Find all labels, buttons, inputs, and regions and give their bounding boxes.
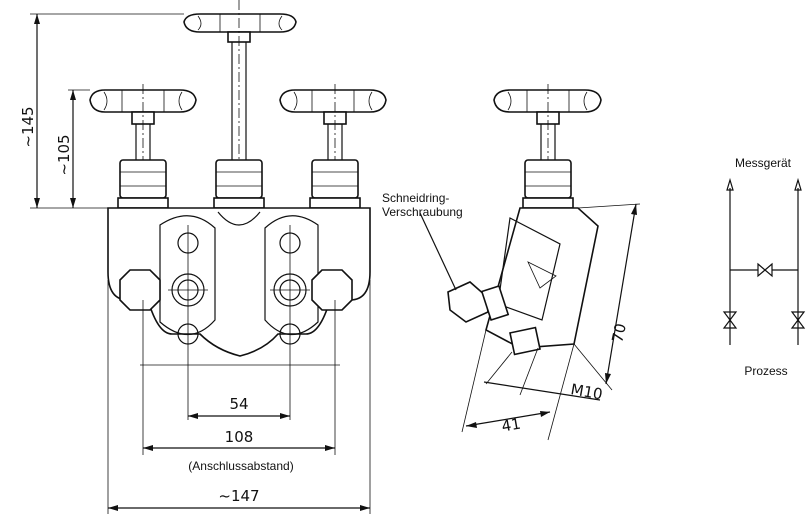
dim-side-width: 41 <box>500 415 522 436</box>
handwheel-left <box>89 84 197 220</box>
dim-spacing-inner: 54 <box>229 395 248 413</box>
width-dimensions: 54 108 (Anschlussabstand) ~147 <box>107 280 371 514</box>
label-fitting-line2: Verschraubung <box>382 205 463 219</box>
dim-side-height: 70 <box>608 322 630 344</box>
label-process: Prozess <box>744 364 787 378</box>
handwheel-center <box>183 0 297 160</box>
ports <box>168 225 310 420</box>
side-plugs <box>119 269 353 311</box>
dim-height-valves: ~105 <box>55 134 73 175</box>
bonnet-nuts <box>117 159 361 209</box>
dim-spacing-note: (Anschlussabstand) <box>188 459 293 473</box>
label-fitting-line1: Schneidring- <box>382 191 449 205</box>
height-dimensions: ~145 ~105 <box>19 13 184 209</box>
side-view: Schneidring- Verschraubung 70 M10 41 <box>382 84 641 441</box>
label-instrument: Messgerät <box>735 156 792 170</box>
dim-width-overall: ~147 <box>218 487 259 505</box>
dim-height-overall: ~145 <box>19 106 37 147</box>
schematic: Messgerät Prozess <box>722 156 806 378</box>
dim-spacing-connections: 108 <box>225 428 254 446</box>
dim-thread: M10 <box>569 380 604 403</box>
front-view: ~145 ~105 54 108 (Anschlussabstand) ~147 <box>19 0 387 514</box>
compression-fitting <box>419 212 510 323</box>
